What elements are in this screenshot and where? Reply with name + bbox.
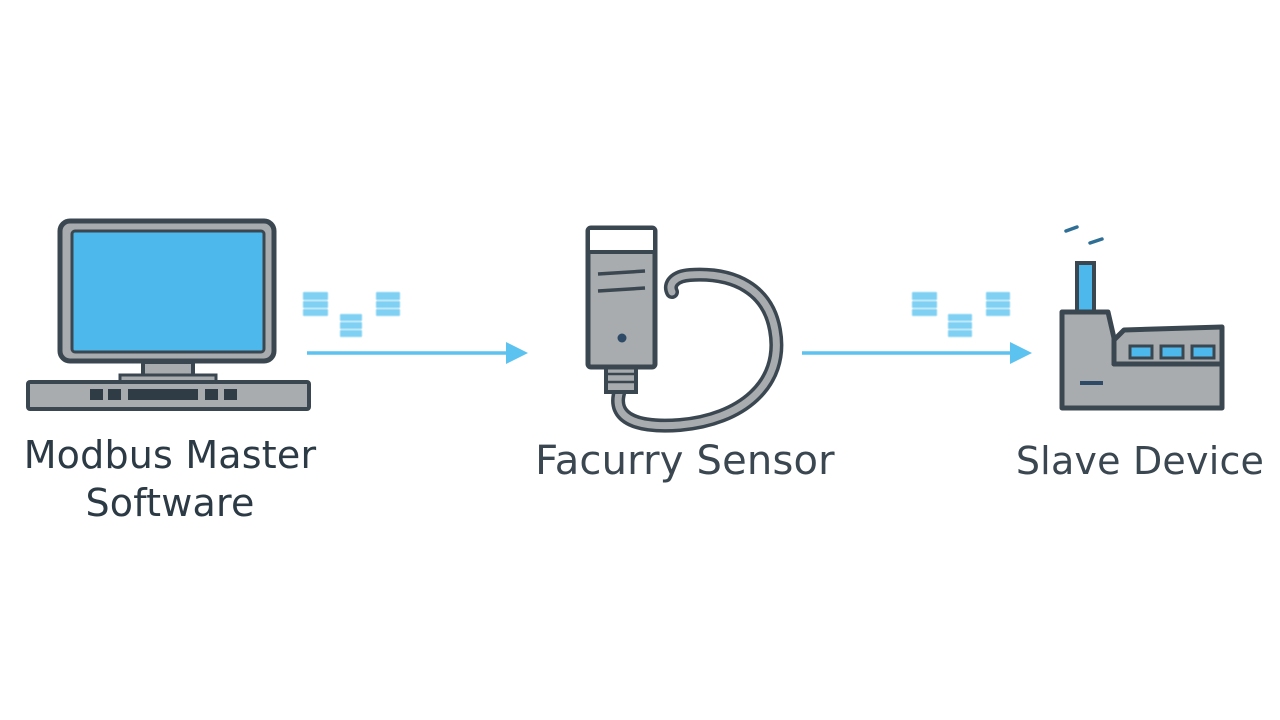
packet-icon bbox=[985, 291, 1011, 317]
computer-icon bbox=[26, 218, 311, 411]
factory-icon bbox=[1059, 225, 1225, 411]
master-label-line2: Software bbox=[85, 480, 255, 525]
packet-icon bbox=[911, 291, 938, 317]
arrow-master-to-sensor bbox=[307, 342, 528, 364]
data-packets-icon bbox=[911, 291, 1011, 338]
packet-icon bbox=[947, 313, 973, 338]
master-label: Modbus Master Software bbox=[0, 432, 340, 527]
packet-icon bbox=[375, 291, 401, 317]
arrow-sensor-to-slave bbox=[802, 342, 1032, 364]
sensor-icon bbox=[585, 225, 784, 433]
slave-label: Slave Device bbox=[1015, 439, 1265, 483]
packet-icon bbox=[302, 291, 329, 317]
data-packets-icon bbox=[302, 291, 401, 338]
sensor-label: Facurry Sensor bbox=[535, 438, 835, 484]
packet-icon bbox=[339, 313, 363, 338]
master-label-line1: Modbus Master bbox=[23, 433, 317, 477]
